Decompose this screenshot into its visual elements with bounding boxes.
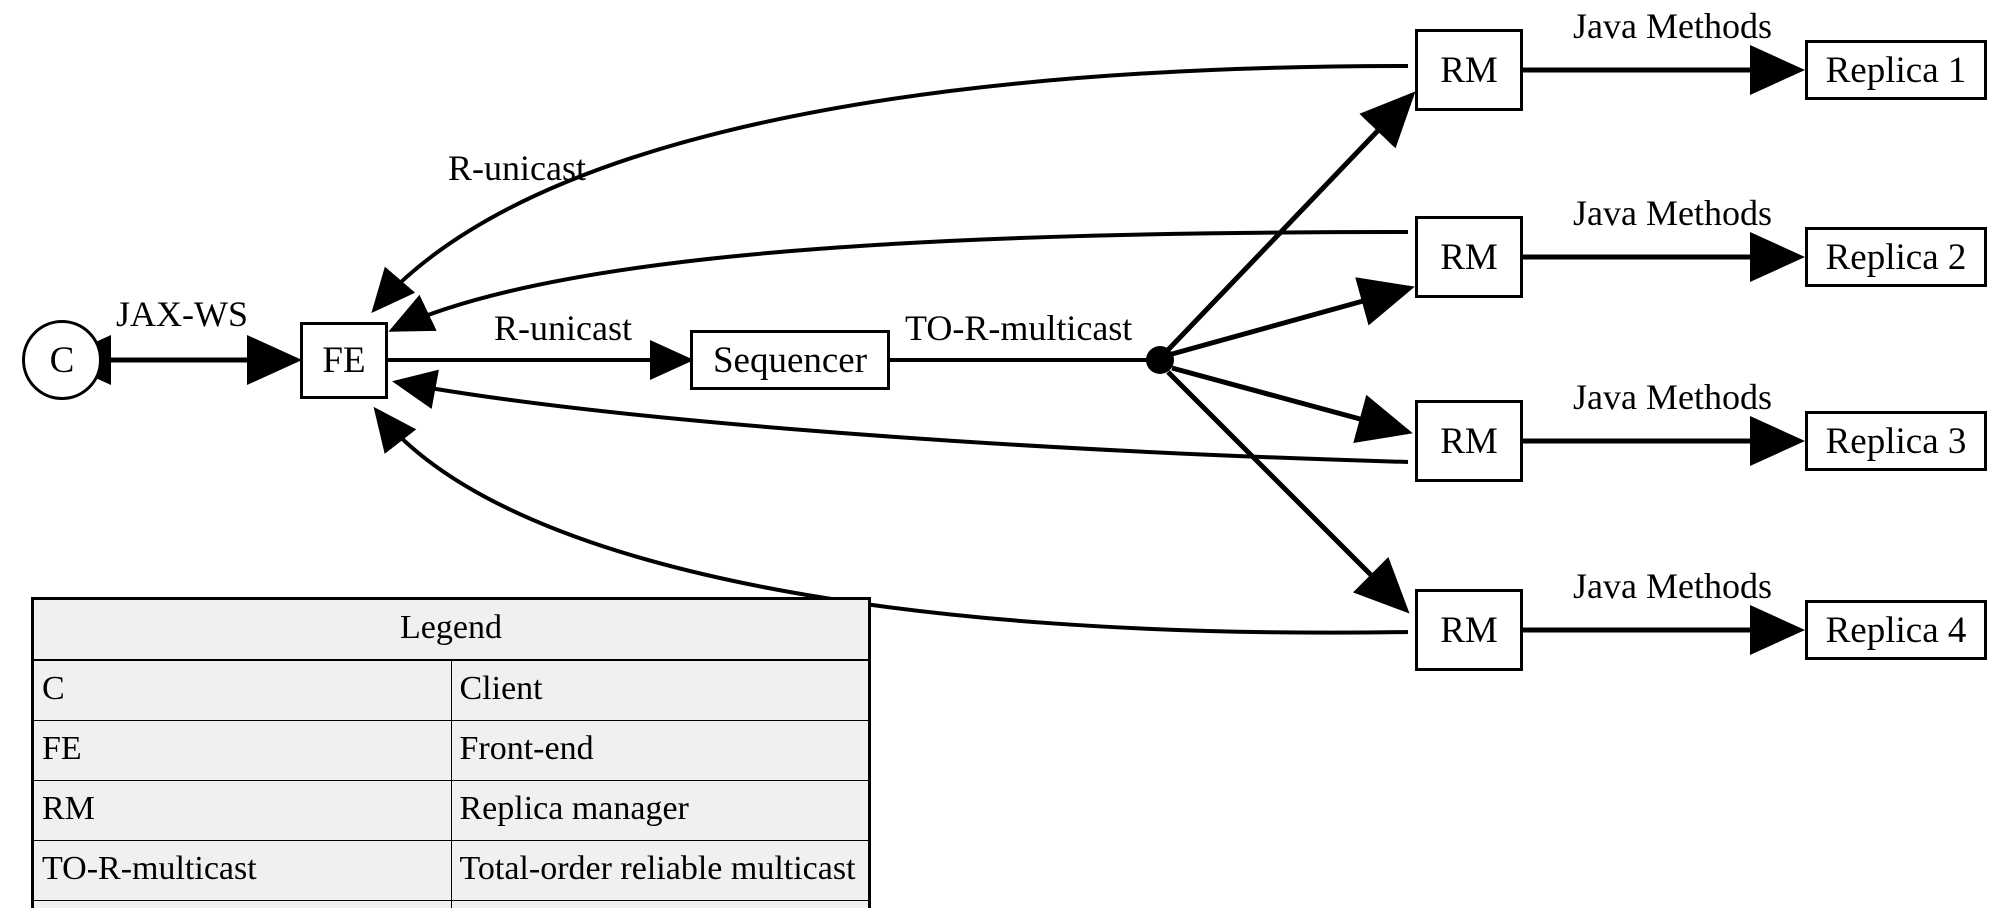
legend-key: R-unicast (32, 900, 452, 908)
edge-junction-rm3 (1171, 365, 1413, 444)
edge-rm1-frontend-runicast (371, 64, 1409, 314)
edge-rm2-frontend-runicast (388, 230, 1409, 332)
sequencer-node[interactable]: Sequencer (690, 330, 890, 390)
edge-label-java-methods-2: Java Methods (1573, 193, 1772, 233)
replica-1-label: Replica 1 (1825, 49, 1967, 91)
multicast-junction-dot (1146, 346, 1174, 374)
client-node[interactable]: C (22, 320, 102, 400)
replica-4[interactable]: Replica 4 (1805, 600, 1987, 660)
replica-manager-3[interactable]: RM (1415, 400, 1523, 482)
edge-junction-rm1 (1164, 91, 1416, 354)
replica-2-label: Replica 2 (1825, 236, 1967, 278)
frontend-node-label: FE (322, 340, 366, 381)
replica-4-label: Replica 4 (1825, 609, 1967, 651)
legend-title: Legend (32, 598, 870, 661)
edge-label-r-unicast-mid: R-unicast (494, 308, 632, 348)
client-node-label: C (49, 339, 75, 381)
legend-row: C Client (32, 659, 870, 721)
legend-row: RM Replica manager (32, 780, 870, 841)
legend-value: Replica manager (450, 780, 870, 841)
edge-label-java-methods-1: Java Methods (1573, 6, 1772, 46)
legend-key: FE (32, 720, 452, 781)
frontend-node[interactable]: FE (300, 322, 388, 399)
legend-key: TO-R-multicast (32, 840, 452, 901)
edge-label-jaxws: JAX-WS (116, 294, 248, 334)
replica-1[interactable]: Replica 1 (1805, 40, 1987, 100)
legend-value: Client (450, 659, 870, 721)
legend-value: Reliable unicast (450, 900, 870, 908)
replica-manager-2[interactable]: RM (1415, 216, 1523, 298)
edge-label-to-r-multicast: TO-R-multicast (905, 308, 1133, 348)
edge-label-r-unicast-top: R-unicast (448, 148, 586, 188)
edge-junction-rm2 (1171, 277, 1415, 357)
replica-manager-1-label: RM (1440, 49, 1498, 91)
replica-manager-2-label: RM (1440, 236, 1498, 278)
legend-row: TO-R-multicast Total-order reliable mult… (32, 840, 870, 901)
legend-body: C Client FE Front-end RM Replica manager… (32, 659, 870, 908)
replica-2[interactable]: Replica 2 (1805, 227, 1987, 287)
legend-row: FE Front-end (32, 720, 870, 781)
edge-junction-rm4 (1166, 370, 1410, 614)
legend-key: RM (32, 780, 452, 841)
legend-key: C (32, 659, 452, 721)
edge-rm4-frontend-runicast (373, 406, 1409, 635)
sequencer-node-label: Sequencer (712, 339, 868, 381)
replica-manager-3-label: RM (1440, 420, 1498, 462)
edge-label-java-methods-3: Java Methods (1573, 377, 1772, 417)
replica-3-label: Replica 3 (1825, 420, 1967, 462)
replica-manager-1[interactable]: RM (1415, 29, 1523, 111)
legend-row: R-unicast Reliable unicast (32, 900, 870, 908)
legend-table: Legend C Client FE Front-end RM Replica … (31, 597, 871, 908)
legend-value: Total-order reliable multicast (450, 840, 870, 901)
legend-value: Front-end (450, 720, 870, 781)
edge-rm3-frontend-runicast (392, 369, 1409, 464)
replica-3[interactable]: Replica 3 (1805, 411, 1987, 471)
replica-manager-4-label: RM (1440, 609, 1498, 651)
replica-manager-4[interactable]: RM (1415, 589, 1523, 671)
legend-header-row: Legend (32, 598, 870, 661)
edge-label-java-methods-4: Java Methods (1573, 566, 1772, 606)
